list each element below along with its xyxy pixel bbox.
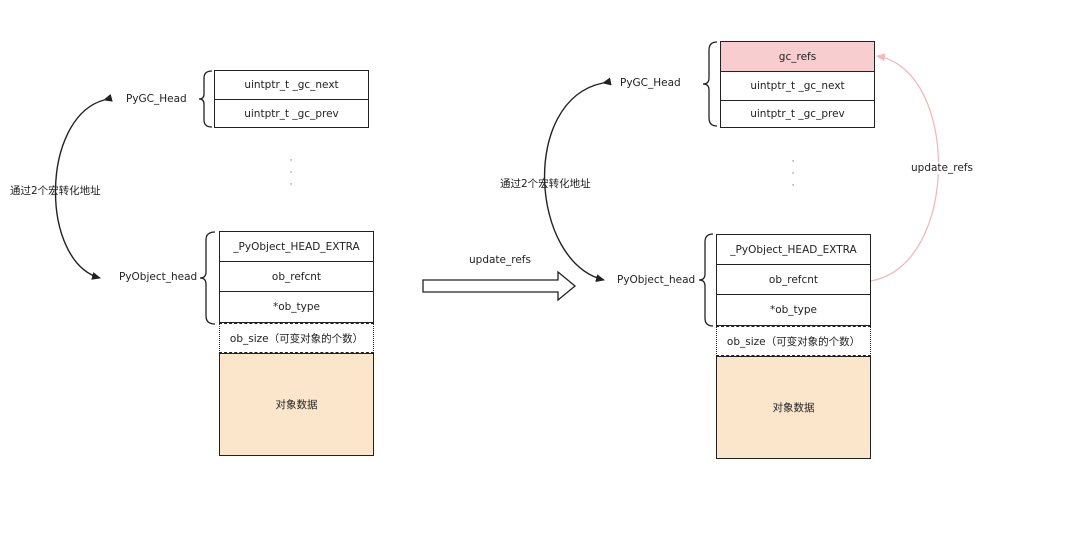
right-gc-prev-cell: uintptr_t _gc_prev [720,100,875,128]
right-macro-curve [543,77,612,282]
right-pygc-head-label: PyGC_Head [620,77,681,89]
left-macro-curve [54,93,113,280]
left-head-brace [199,231,216,325]
left-ellipsis-dots: ··· [289,156,293,190]
left-pygc-head-label: PyGC_Head [126,93,187,105]
middle-update-refs-label: update_refs [469,254,531,266]
left-gc-next-cell: uintptr_t _gc_next [214,70,369,99]
right-gc-next-cell: uintptr_t _gc_next [720,71,875,100]
right-head-brace [698,233,714,327]
right-ob-size-cell: ob_size（可变对象的个数） [716,326,871,356]
right-ob-refcnt-cell: ob_refcnt [716,264,871,294]
left-pyobject-head-label: PyObject_head [119,271,198,283]
left-ob-size-cell: ob_size（可变对象的个数） [219,323,374,353]
left-gc-brace [198,70,213,128]
right-pyobject-head-label: PyObject_head [617,274,696,286]
left-macro-label: 通过2个宏转化地址 [10,185,101,197]
right-object-data-block: 对象数据 [716,356,871,459]
left-ob-type-cell: *ob_type [219,291,374,323]
right-ellipsis-dots: ··· [791,157,795,191]
left-object-data-block: 对象数据 [219,353,374,456]
right-update-refs-label: update_refs [911,162,973,174]
update-refs-block-arrow [422,270,577,302]
left-gc-prev-cell: uintptr_t _gc_prev [214,99,369,128]
left-head-extra-cell: _PyObject_HEAD_EXTRA [219,231,374,261]
right-head-extra-cell: _PyObject_HEAD_EXTRA [716,234,871,264]
right-macro-label: 通过2个宏转化地址 [500,178,591,190]
right-ob-type-cell: *ob_type [716,294,871,326]
left-ob-refcnt-cell: ob_refcnt [219,261,374,291]
right-gc-brace [702,41,718,127]
right-gc-refs-cell: gc_refs [720,41,875,71]
